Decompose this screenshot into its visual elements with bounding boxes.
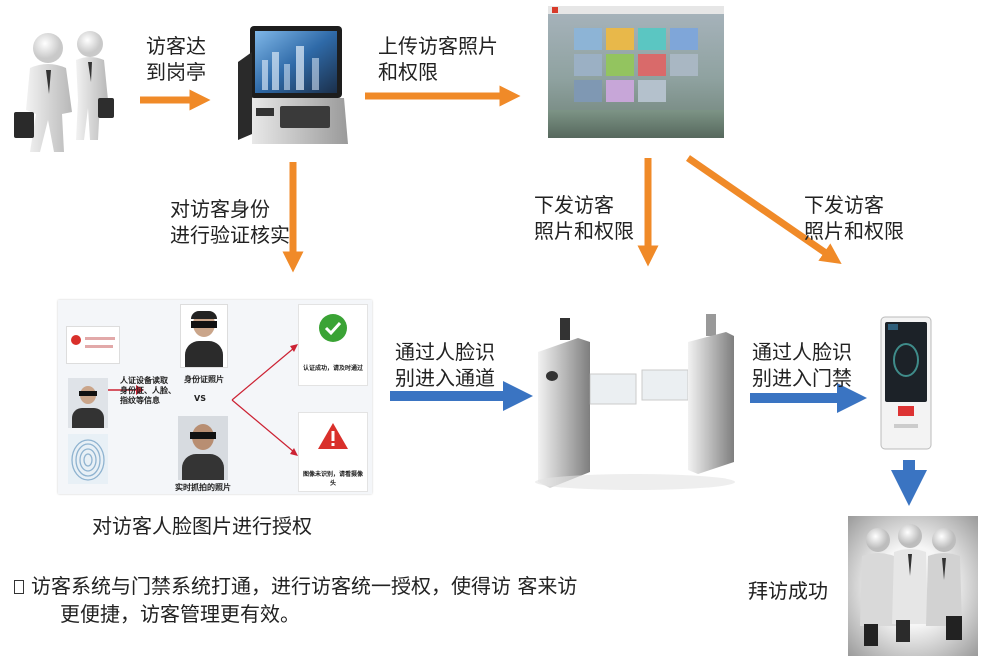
live-photo-caption: 实时抓拍的照片	[175, 483, 231, 492]
handshake-people-icon	[860, 524, 962, 646]
management-platform-screenshot	[548, 6, 724, 138]
visit-success-people-image	[848, 516, 978, 656]
visitor-kiosk-icon	[238, 26, 348, 144]
id-photo-caption: 身份证照片	[184, 375, 224, 384]
label-issue-gate: 下发访客 照片和权限	[534, 193, 634, 243]
label-verify: 对访客身份 进行验证核实	[170, 197, 290, 247]
tile	[606, 54, 634, 76]
platform-titlebar	[548, 6, 724, 14]
square-bullet-icon	[14, 580, 24, 594]
label-upload: 上传访客照片 和权限	[378, 34, 498, 84]
tile	[606, 28, 634, 50]
vs-label: VS	[194, 394, 206, 403]
tile	[606, 80, 634, 102]
label-success: 拜访成功	[748, 579, 828, 603]
platform-background-scene	[548, 110, 724, 138]
speed-gate-turnstile-icon	[535, 314, 735, 490]
label-authorize: 对访客人脸图片进行授权	[92, 514, 312, 538]
result-failure-card: 图像未识别，请看摄像头	[298, 412, 368, 492]
tile	[638, 28, 666, 50]
id-card-image	[66, 326, 120, 364]
tile	[574, 28, 602, 50]
tile	[670, 54, 698, 76]
tile	[670, 28, 698, 50]
footer-line-2: 更便捷，访客管理更有效。	[60, 602, 300, 626]
failure-text: 图像未识别，请看摄像头	[302, 471, 363, 487]
emblem-icon	[71, 335, 81, 345]
label-face-door: 通过人脸识 别进入门禁	[752, 340, 852, 390]
tile	[638, 80, 666, 102]
live-capture-photo	[178, 416, 228, 480]
reader-arrow	[108, 385, 144, 395]
warning-icon	[318, 423, 348, 449]
arrow-issue-door	[686, 155, 842, 264]
result-success-card: 认证成功，请及时通过	[298, 304, 368, 386]
tile	[638, 54, 666, 76]
result-branch-arrows	[231, 344, 298, 456]
visitors-walking-icon	[14, 31, 114, 152]
reader-info-text: 人证设备读取 身份证、人脸、 指纹等信息	[120, 376, 176, 405]
identity-verification-panel: 人证设备读取 身份证、人脸、 指纹等信息 身份证照片 VS 实时抓拍的照片 认证…	[58, 300, 372, 494]
check-circle-icon	[319, 314, 347, 342]
reader-face-photo	[68, 378, 108, 428]
tile	[574, 80, 602, 102]
tile	[574, 54, 602, 76]
fingerprint-icon	[68, 434, 108, 484]
platform-logo-icon	[552, 7, 558, 13]
label-face-gate: 通过人脸识 别进入通道	[395, 340, 495, 390]
success-text: 认证成功，请及时通过	[302, 365, 363, 372]
label-arrive: 访客达 到岗亭	[146, 34, 206, 84]
face-recognition-terminal-icon	[880, 316, 932, 450]
footer-line-1: 访客系统与门禁系统打通，进行访客统一授权，使得访 客来访	[31, 574, 578, 598]
id-card-photo	[180, 304, 228, 368]
label-issue-door: 下发访客 照片和权限	[804, 193, 904, 243]
